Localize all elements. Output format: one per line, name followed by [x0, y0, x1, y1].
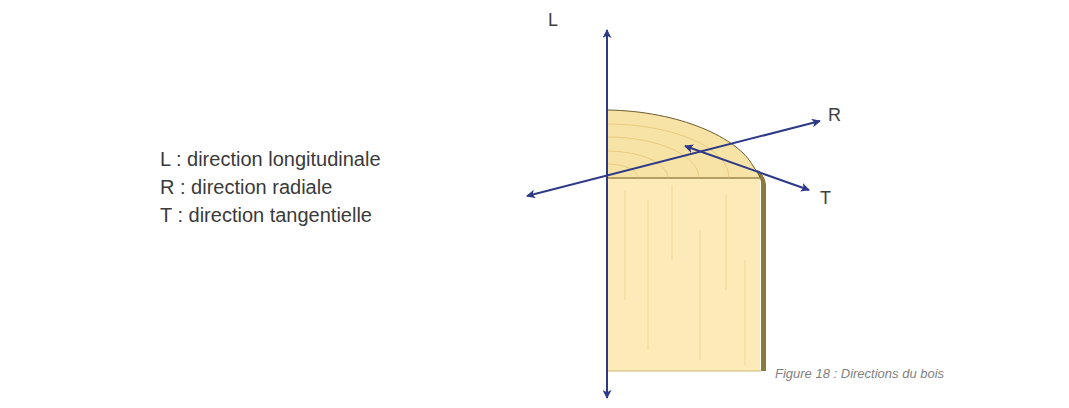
legend-line: R : direction radiale	[160, 175, 332, 199]
axis-arrow	[527, 121, 820, 196]
axis-arrow	[685, 146, 809, 190]
face-edge	[607, 178, 760, 179]
legend-line: T : direction tangentielle	[160, 203, 372, 227]
axis-label: R	[828, 105, 841, 127]
wood-face	[607, 178, 760, 371]
wood-grain	[625, 185, 745, 365]
end-grain	[607, 110, 760, 178]
wood-bottom-edge	[607, 371, 761, 372]
axis-label: L	[548, 10, 558, 32]
wood-edge	[755, 170, 766, 371]
legend-line: L : direction longitudinale	[160, 147, 381, 171]
axis-arrow	[606, 30, 608, 398]
axis-label: T	[820, 188, 831, 210]
figure-caption: Figure 18 : Directions du bois	[775, 366, 944, 381]
